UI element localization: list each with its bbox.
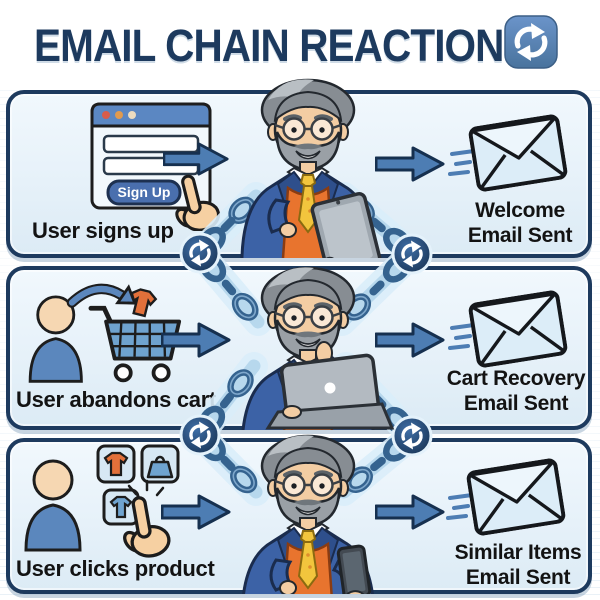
product-click-icon — [24, 444, 180, 562]
signup-button — [106, 179, 182, 206]
phone-icon — [336, 544, 372, 594]
laptop-icon — [265, 353, 395, 430]
signup-button-label: Sign Up — [118, 184, 171, 200]
shopping-bag-icon — [146, 455, 174, 479]
tshirt-icon — [130, 288, 158, 318]
browser-form-icon: Sign Up — [90, 102, 224, 231]
email-label-line1: Cart Recovery — [446, 367, 586, 390]
man-with-laptop — [220, 260, 396, 430]
abandoned-cart-icon — [28, 283, 182, 383]
step-label: User abandons cart — [16, 387, 217, 412]
click-sparks — [127, 479, 165, 497]
email-label-line1: Similar Items — [454, 541, 582, 564]
email-result-label: Similar Items Email Sent — [438, 540, 598, 590]
refresh-icon — [179, 414, 221, 456]
email-label-line2: Email Sent — [467, 224, 573, 247]
shopping-cart-icon — [88, 305, 182, 383]
email-result-label: Welcome Email Sent — [440, 198, 600, 248]
email-label-line1: Welcome — [475, 199, 565, 222]
cycle-arrows-icon — [504, 15, 558, 69]
step-label: User clicks product — [16, 556, 215, 581]
step-label: User signs up — [32, 218, 174, 243]
refresh-icon — [179, 232, 221, 274]
refresh-icon — [391, 415, 433, 457]
man-with-tablet — [220, 72, 396, 258]
man-with-phone — [220, 428, 396, 594]
refresh-icon — [391, 233, 433, 275]
header: EMAIL CHAIN REACTION — [0, 0, 600, 86]
product-grid-icon — [96, 444, 180, 526]
email-label-line2: Email Sent — [465, 566, 571, 589]
email-result-label: Cart Recovery Email Sent — [436, 366, 596, 416]
tablet-icon — [310, 192, 382, 258]
email-label-line2: Email Sent — [463, 392, 569, 415]
page-title: EMAIL CHAIN REACTION — [34, 20, 504, 71]
